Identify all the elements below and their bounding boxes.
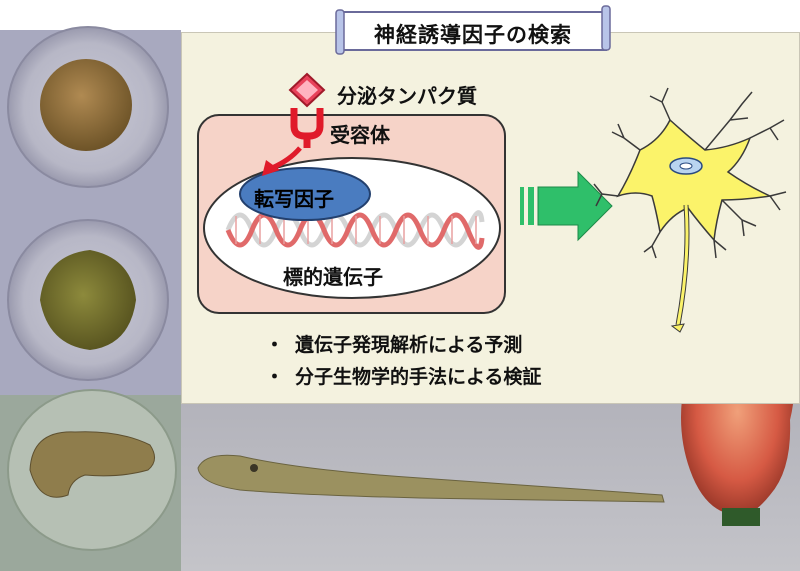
signal-arrow-icon bbox=[262, 146, 302, 176]
dna-helix-icon bbox=[225, 210, 485, 250]
bullet-mark: ・ bbox=[265, 334, 285, 356]
bullet-text: 遺伝子発現解析による予測 bbox=[295, 334, 523, 356]
transcription-factor-label: 転写因子 bbox=[254, 187, 334, 211]
transcription-factor-shape bbox=[239, 167, 371, 221]
embryo-photo-1 bbox=[7, 26, 169, 188]
ligand-diamond-icon bbox=[288, 72, 326, 108]
target-gene-label: 標的遺伝子 bbox=[283, 265, 383, 289]
embryo-photo-2 bbox=[7, 219, 169, 381]
bullet-mark: ・ bbox=[265, 366, 285, 388]
receptor-icon bbox=[290, 108, 324, 148]
title-scroll-icon bbox=[335, 5, 611, 55]
bullet-item: ・分子生物学的手法による検証 bbox=[265, 362, 541, 389]
diagram-title: 神経誘導因子の検索 bbox=[374, 23, 572, 47]
secreted-protein-label: 分泌タンパク質 bbox=[337, 84, 477, 108]
green-arrow-icon bbox=[520, 170, 613, 242]
neuron-icon bbox=[593, 87, 787, 333]
embryo-photo-3 bbox=[7, 389, 177, 551]
bullet-item: ・遺伝子発現解析による予測 bbox=[265, 330, 522, 357]
bullet-text: 分子生物学的手法による検証 bbox=[295, 366, 542, 388]
larva-photo bbox=[197, 454, 665, 503]
receptor-label: 受容体 bbox=[330, 123, 390, 147]
